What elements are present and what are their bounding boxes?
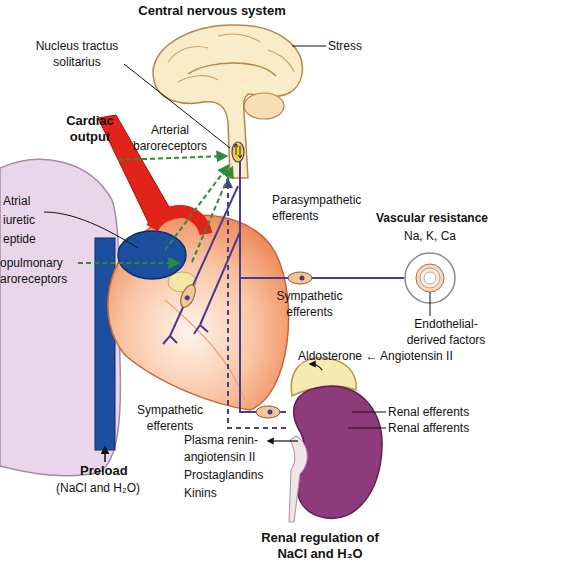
aortic-arch — [152, 211, 206, 234]
nerve-label: Parasympathetic efferents — [272, 192, 372, 224]
vessel-lumen — [424, 272, 436, 284]
leader-line — [44, 212, 138, 248]
brain-outline — [153, 25, 302, 178]
nucleus-tractus-solitarius — [232, 142, 244, 162]
ganglion-cell — [268, 410, 273, 415]
baroreceptor-arrow — [192, 168, 232, 262]
edge-label: Sympathetic efferents — [262, 288, 357, 320]
node-heading: Renal regulation of NaCl and H₂O — [245, 530, 395, 562]
cerebellum — [244, 93, 284, 119]
renin-arrow — [268, 440, 298, 441]
structure-label: Atrial iuretic eptide — [3, 192, 47, 249]
kidney-node: Renal regulation of NaCl and H₂O — [286, 378, 384, 522]
nerve-label: Sympathetic efferents — [124, 402, 216, 434]
brain-gyri — [168, 34, 294, 82]
structure-label: Stress — [328, 38, 362, 54]
brain-node: Central nervous system — [148, 22, 306, 178]
hormone-label: Aldosterone ← Angiotensin II — [298, 348, 453, 364]
brainstem-nerve — [239, 160, 241, 178]
sympathetic-nerve-line — [240, 178, 404, 278]
cardiopulmonary-arrow — [78, 262, 178, 264]
leader-line — [430, 292, 431, 316]
leader-line — [348, 428, 386, 429]
heart — [108, 215, 289, 410]
hormone-label: Plasma renin-angiotensin II — [184, 432, 276, 466]
sympathetic-nerve — [240, 178, 404, 278]
preload-arrow — [104, 447, 106, 462]
ganglion-cell — [184, 295, 191, 302]
sympathetic-nerve — [170, 186, 238, 336]
hormone-label: Kinins — [184, 485, 217, 501]
heading-label: Cardiac output — [60, 113, 120, 145]
ganglion-body — [256, 406, 280, 418]
leader-line — [352, 412, 386, 413]
brain-shape — [148, 22, 306, 178]
node-heading: Vascular resistance — [367, 210, 497, 226]
kidney-shape — [286, 378, 384, 522]
ganglion — [288, 272, 312, 284]
right-atrium — [118, 231, 186, 279]
corpus-callosum — [188, 63, 276, 76]
edge-label: Renal afferents — [388, 420, 469, 436]
vessel-media — [416, 264, 444, 292]
baroreceptor-arrow — [165, 166, 228, 250]
ganglion — [256, 406, 280, 418]
structure-label: opulmonary aroreceptors — [0, 255, 82, 287]
parasympathetic-nerve — [200, 232, 240, 325]
nts-arrows — [234, 144, 242, 158]
aldosterone-arrow — [310, 364, 322, 370]
structure-label: Endothelial-derived factors — [398, 316, 494, 348]
node-heading: Central nervous system — [112, 3, 312, 19]
vessel-endothelium — [420, 268, 440, 288]
ganglion-body — [288, 272, 312, 284]
structure-label: Arterial baroreceptors — [122, 122, 218, 154]
node-subtext: Na, K, Ca — [380, 228, 480, 244]
synapse-fork — [163, 336, 177, 344]
structure-label: Nucleus tractus solitarius — [28, 38, 126, 70]
synapse-fork — [194, 325, 208, 334]
ganglion — [178, 283, 199, 310]
hormone-label: Prostaglandins — [184, 467, 263, 483]
leader-line — [292, 46, 326, 47]
renal-pelvis — [289, 436, 307, 522]
baroreceptor-arrow — [118, 156, 226, 160]
ganglion-body — [178, 283, 199, 310]
edge-label: Renal efferents — [388, 404, 469, 420]
ganglion-cell — [300, 276, 305, 281]
structure-label: (NaCl and H₂O) — [56, 480, 140, 496]
lung — [0, 159, 120, 475]
vena-cava — [95, 238, 115, 450]
heading-label: Preload — [80, 463, 128, 479]
